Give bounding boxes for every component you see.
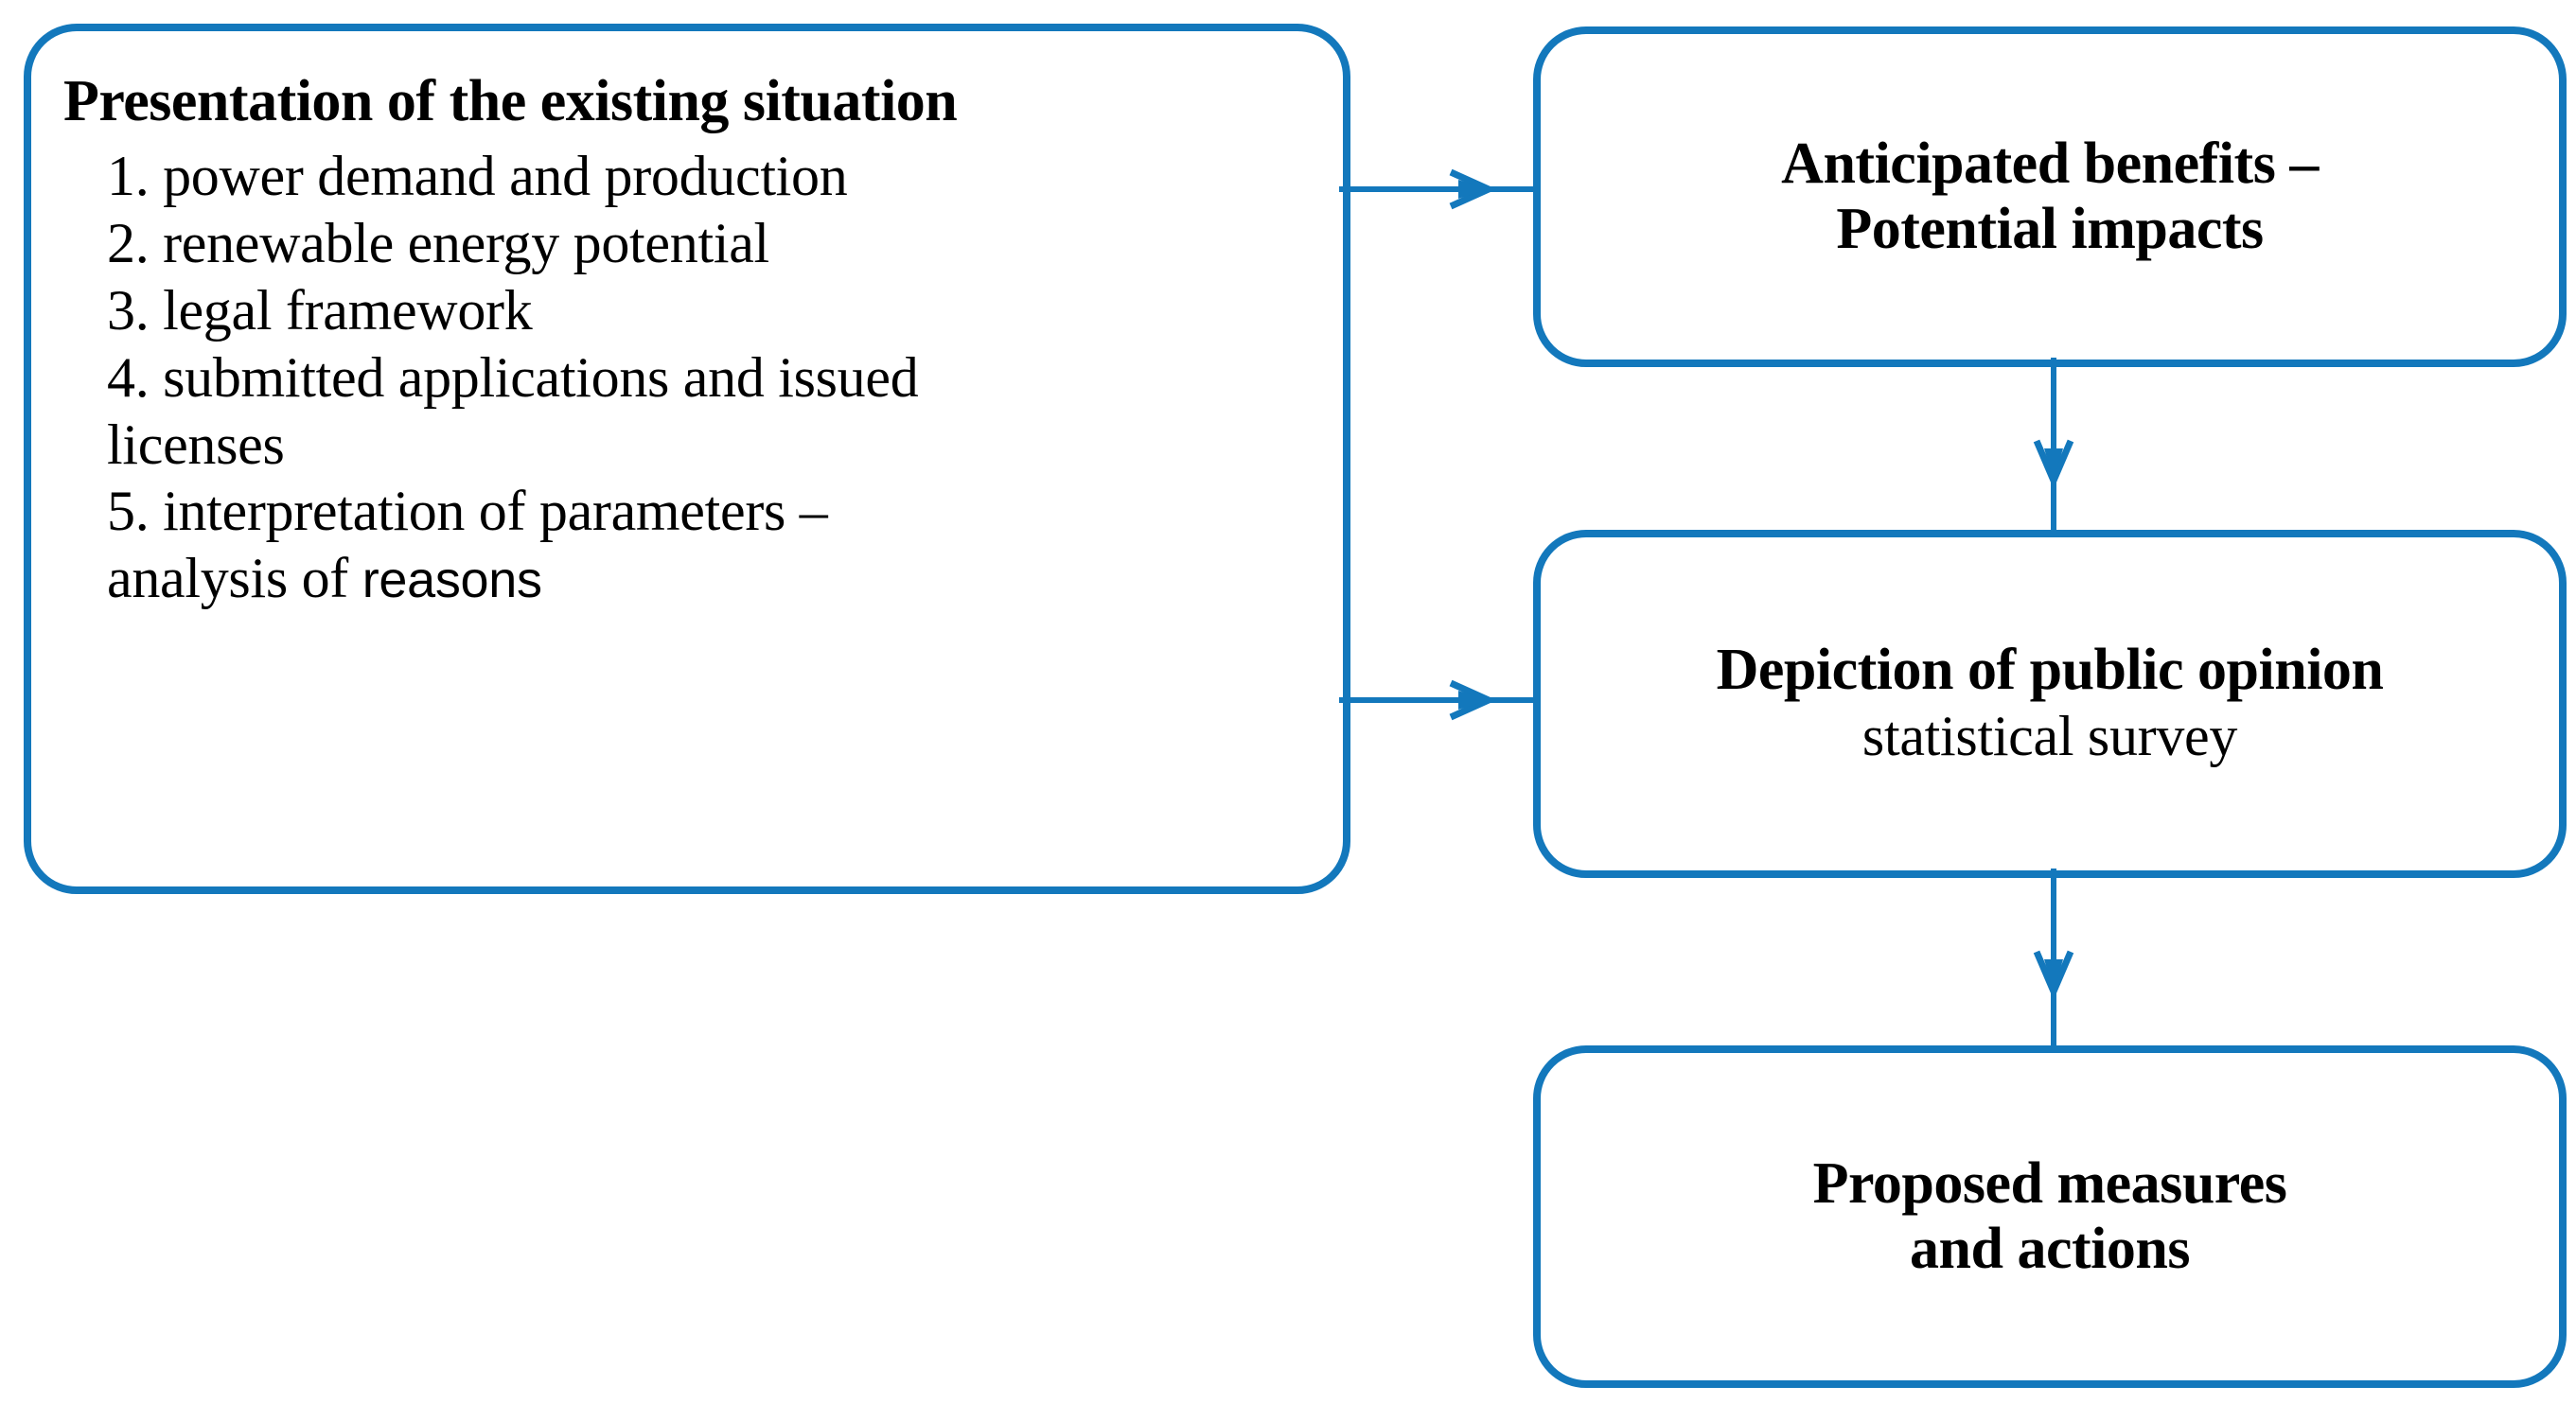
step-item-4: 4. submitted applications and issued bbox=[107, 345, 919, 409]
node-benefits-line-2: Potential impacts bbox=[1836, 197, 2264, 261]
arrow-benefits-to-opinion bbox=[2033, 358, 2074, 535]
node-proposed-measures-and-actions[interactable]: Proposed measures and actions bbox=[1533, 1045, 2567, 1388]
arrow-presentation-to-benefits bbox=[1339, 168, 1538, 210]
step-item-5-continued: analysis of reasons bbox=[107, 545, 1311, 612]
node-measures-line-2: and actions bbox=[1910, 1217, 2190, 1281]
step-item-1: 1. power demand and production bbox=[107, 145, 848, 208]
node-presentation-title: Presentation of the existing situation bbox=[63, 69, 958, 133]
step-item-3: 3. legal framework bbox=[107, 279, 533, 342]
step-item-5: 5. interpretation of parameters – bbox=[107, 480, 828, 543]
node-benefits-line-1: Anticipated benefits – bbox=[1781, 131, 2319, 196]
arrow-opinion-to-measures bbox=[2033, 869, 2074, 1050]
node-opinion-line-1: Depiction of public opinion bbox=[1716, 638, 2384, 703]
node-measures-line-1: Proposed measures bbox=[1812, 1150, 2287, 1216]
node-presentation-steps: 1. power demand and production 2. renewa… bbox=[63, 143, 1311, 612]
step-item-2: 2. renewable energy potential bbox=[107, 212, 769, 275]
node-presentation-of-existing-situation[interactable]: Presentation of the existing situation 1… bbox=[24, 24, 1350, 894]
node-anticipated-benefits[interactable]: Anticipated benefits – Potential impacts bbox=[1533, 26, 2567, 367]
arrow-presentation-to-opinion bbox=[1339, 679, 1538, 721]
node-opinion-line-2: statistical survey bbox=[1861, 704, 2238, 767]
step-5-reasons-word: reasons bbox=[362, 552, 542, 609]
node-depiction-of-public-opinion[interactable]: Depiction of public opinion statistical … bbox=[1533, 530, 2567, 878]
step-item-4-continued: licenses bbox=[107, 412, 285, 476]
step-5-tail-text: analysis of bbox=[107, 547, 362, 610]
